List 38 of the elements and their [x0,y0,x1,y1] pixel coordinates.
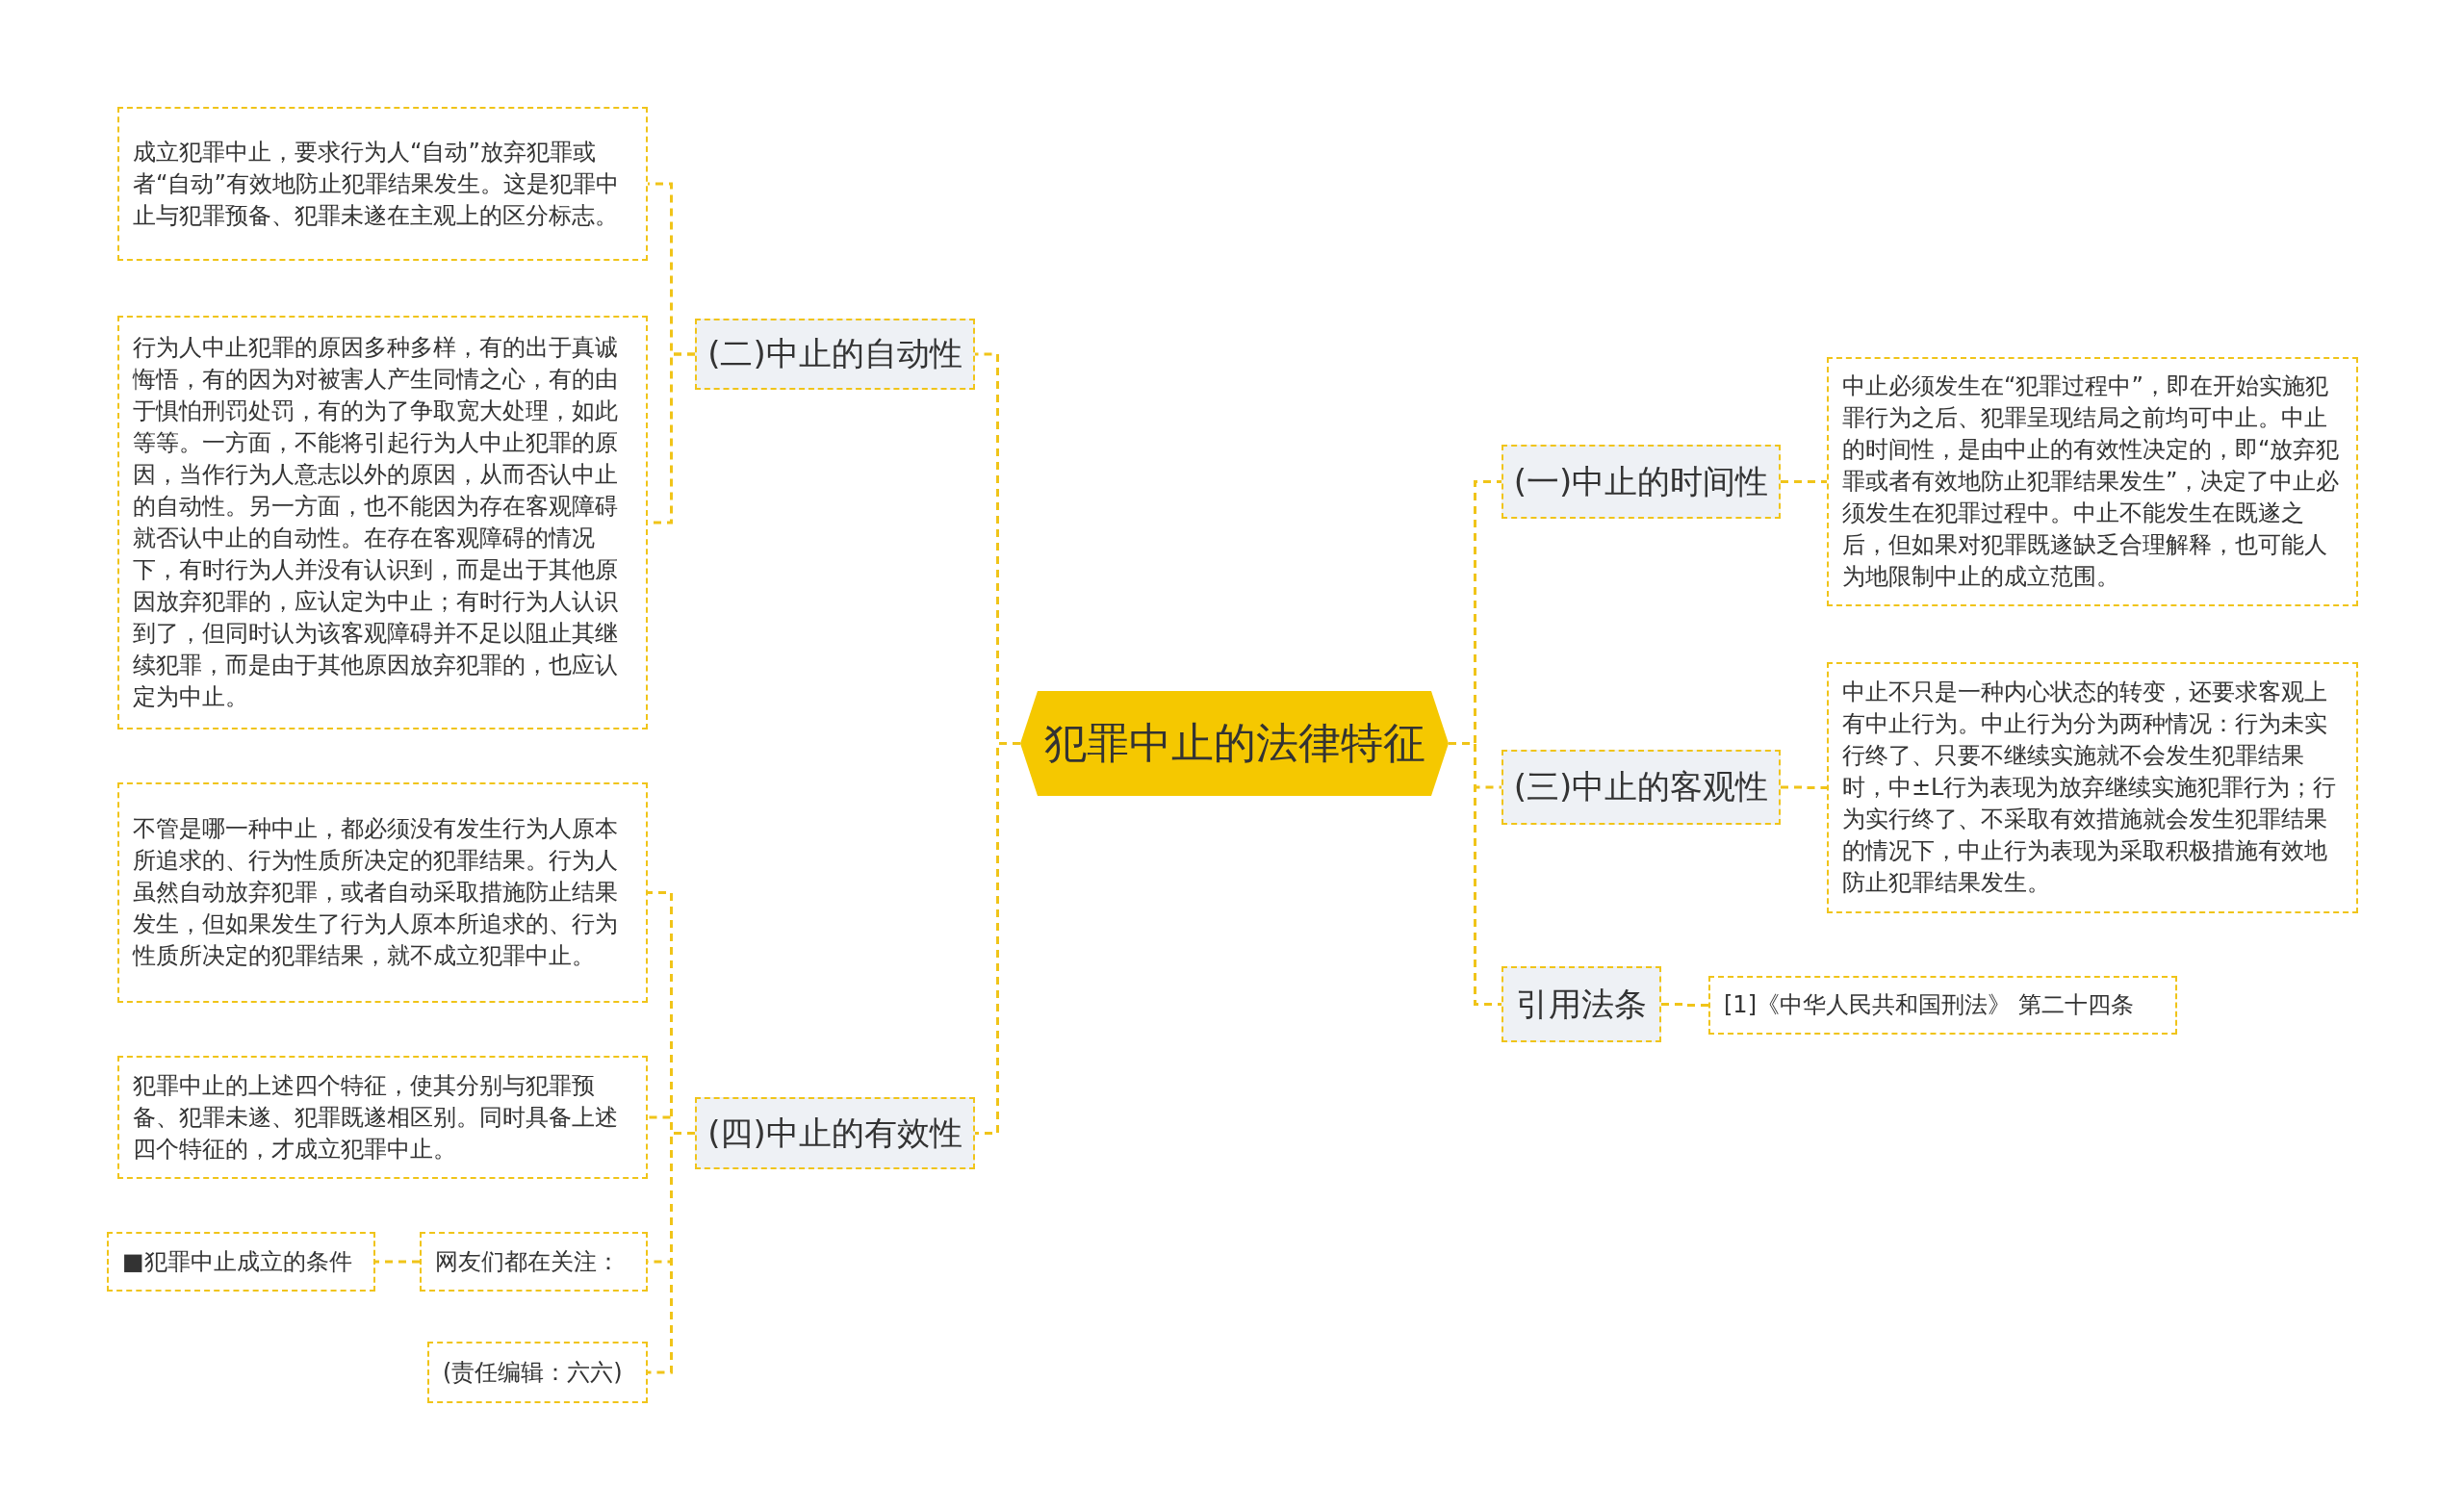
note-box [1827,357,2358,606]
note-text: 网友们都在关注： [435,1246,620,1277]
connector-line [648,1132,695,1374]
note-box [117,782,648,1003]
note-box [107,1232,375,1292]
topic-box [1502,445,1781,519]
note-text: 中止必须发生在“犯罪过程中”，即在开始实施犯罪行为之后、犯罪呈现结局之前均可中止。中止的时间性，是由中止的有效性决定的，即“放弃犯罪或者有效地防止犯罪结果发生”，决定了中止必须发生在犯罪过程中。中止不能发生在既遂之后，但如果对犯罪既遂缺乏合理解释，也可能人为地限制中止的成立范围。 [1842,371,2341,592]
note-text: 犯罪中止的上述四个特征，使其分别与犯罪预备、犯罪未遂、犯罪既遂相区别。同时具备上述四个特征的，才成立犯罪中止。 [133,1070,619,1164]
topic-label: (三)中止的客观性 [1513,766,1769,807]
note-text: ■犯罪中止成立的条件 [122,1246,352,1277]
note-box [117,316,648,729]
note-text: 中止不只是一种内心状态的转变，还要求客观上有中止行为。中止行为分为两种情况：行为未实行终了、只要不继续实施就不会发生犯罪结果时，中±L行为表现为放弃继续实施犯罪行为；行为实行终了、不采取有效措施就会发生犯罪结果的情况下，中止行为表现为采取积极措施有效地防止犯罪结果发生。 [1842,678,2338,898]
topic-box [695,1097,975,1169]
connector-line [375,1260,420,1264]
note-box [117,1056,648,1179]
note-box [1827,662,2358,913]
note-text: 行为人中止犯罪的原因多种多样，有的出于真诚悔悟，有的因为对被害人产生同情之心，有的由于惧怕刑罚处罚，有的为了争取宽大处理，如此等等。一方面，不能将引起行为人中止犯罪的原因，当作行为人意志以外的原因，从而否认中止的自动性。另一方面，也不能因为存在客观障碍就否认中止的自动性。在存在客观障碍的情况下，有时行为人并没有认识到，而是出于其他原因放弃犯罪的，应认定为中止；有时行为人认识到了，但同时认为该客观障碍并不足以阻止其继续犯罪，而是由于其他原因放弃犯罪的，也应认定为中止。 [133,333,619,712]
connector-line [1781,480,1827,483]
topic-box [1502,966,1661,1042]
connector-line [1661,1003,1708,1007]
connector-line [1449,742,1502,1006]
note-box [117,107,648,261]
connector-line [1781,785,1827,789]
note-text: (责任编辑：六六) [443,1357,623,1388]
topic-label: (二)中止的自动性 [707,333,962,374]
topic-label: (一)中止的时间性 [1513,460,1769,502]
topic-label: 引用法条 [1516,983,1647,1025]
topic-title: 犯罪中止的法律特征 [1043,717,1425,769]
connector-line [975,742,1020,1135]
topic-box [695,319,975,390]
note-text: [1]《中华人民共和国刑法》 第二十四条 [1724,990,2134,1020]
note-box [1708,976,2177,1035]
note-box [427,1342,648,1403]
topic-label: (四)中止的有效性 [707,1112,962,1154]
topic-box [1502,750,1781,825]
note-box [420,1232,648,1292]
note-text: 不管是哪一种中止，都必须没有发生行为人原本所追求的、行为性质所决定的犯罪结果。行为人虽然自动放弃犯罪，或者自动采取措施防止结果发生，但如果发生了行为人原本所追求的、行为性质所决定的犯罪结果，就不成立犯罪中止。 [133,814,619,971]
note-text: 成立犯罪中止，要求行为人“自动”放弃犯罪或者“自动”有效地防止犯罪结果发生。这是犯罪中止与犯罪预备、犯罪未遂在主观上的区分标志。 [133,137,620,231]
